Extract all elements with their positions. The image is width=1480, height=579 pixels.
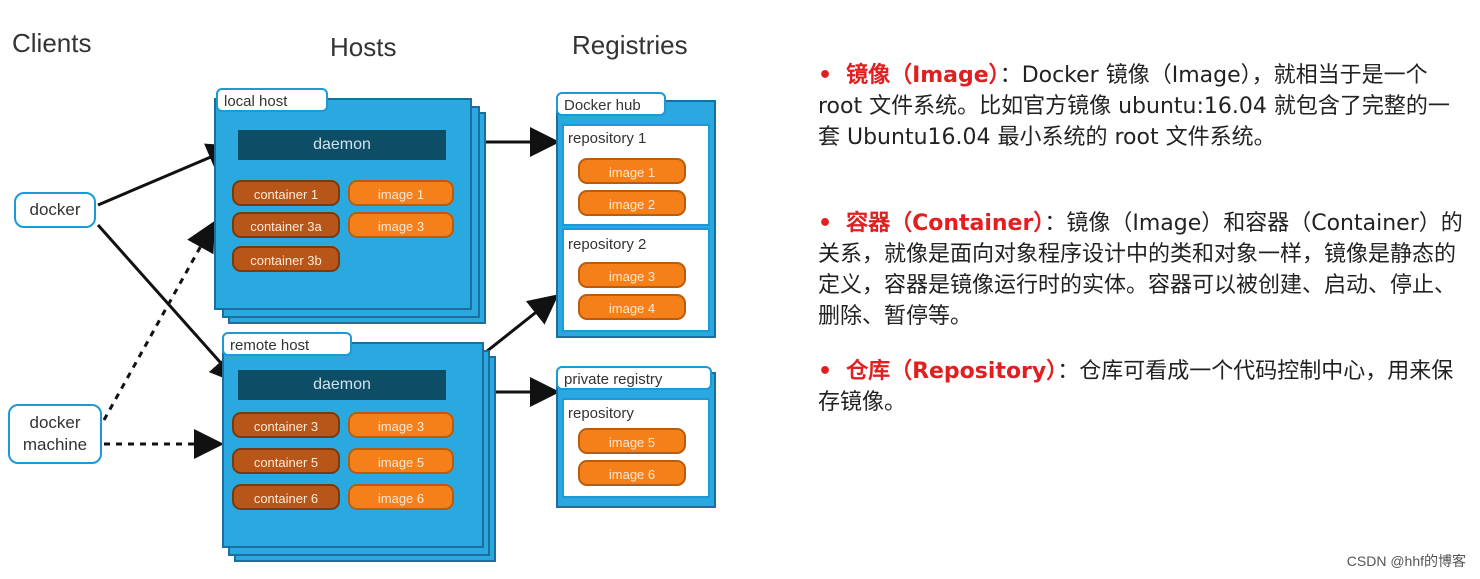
hub-image-4: image 4 xyxy=(578,294,686,320)
arrow-docker-to-remote xyxy=(96,224,240,385)
remote-container-6: container 6 xyxy=(232,484,340,510)
local-host-label: local host xyxy=(216,88,328,112)
hub-image-3: image 3 xyxy=(578,262,686,288)
bullet-container-text: ：镜像（Image）和容器（Container）的关系，就像是面向对象程序设计中… xyxy=(818,211,1463,329)
local-image-3: image 3 xyxy=(348,212,454,238)
remote-daemon: daemon xyxy=(238,370,446,400)
local-container-3a: container 3a xyxy=(232,212,340,238)
remote-image-3: image 3 xyxy=(348,412,454,438)
local-daemon: daemon xyxy=(238,130,446,160)
local-container-3b: container 3b xyxy=(232,246,340,272)
bullet-container: •容器（Container）：镜像（Image）和容器（Container）的关… xyxy=(818,211,1463,329)
watermark: CSDN @hhf的博客 xyxy=(1346,553,1466,569)
bullet-image-text: ：Docker 镜像（Image），就相当于是一个 root 文件系统。比如官方… xyxy=(818,63,1450,150)
hub-repository-1-title: repository 1 xyxy=(568,130,647,147)
bullet-image: •镜像（Image）：Docker 镜像（Image），就相当于是一个 root… xyxy=(818,63,1450,150)
docker-client: docker xyxy=(14,192,96,228)
registries-title: Registries xyxy=(572,30,688,60)
bullet-container-term: 容器（Container） xyxy=(846,211,1045,236)
bullet-repository-term: 仓库（Repository） xyxy=(846,359,1058,384)
arrow-machine-to-local xyxy=(102,220,215,421)
private-repository-title: repository xyxy=(568,405,634,422)
remote-image-5: image 5 xyxy=(348,448,454,474)
private-registry-label: private registry xyxy=(556,366,712,390)
private-image-5: image 5 xyxy=(578,428,686,454)
clients-title: Clients xyxy=(12,28,92,58)
arrow-docker-to-local xyxy=(97,143,238,207)
bullet-image-term: 镜像（Image） xyxy=(846,63,1000,88)
hub-image-1: image 1 xyxy=(578,158,686,184)
hub-image-2: image 2 xyxy=(578,190,686,216)
bullet-repository: •仓库（Repository）：仓库可看成一个代码控制中心，用来保存镜像。 xyxy=(818,359,1454,415)
private-image-6: image 6 xyxy=(578,460,686,486)
docker-machine-client: docker machine xyxy=(8,404,102,464)
local-image-1: image 1 xyxy=(348,180,454,206)
hosts-title: Hosts xyxy=(330,32,397,62)
docker-hub-label: Docker hub xyxy=(556,92,666,116)
local-container-1: container 1 xyxy=(232,180,340,206)
bullet-repository-text: ：仓库可看成一个代码控制中心，用来保存镜像。 xyxy=(818,359,1454,415)
remote-container-5: container 5 xyxy=(232,448,340,474)
hub-repository-2-title: repository 2 xyxy=(568,236,647,253)
remote-host-label: remote host xyxy=(222,332,352,356)
remote-container-3: container 3 xyxy=(232,412,340,438)
remote-image-6: image 6 xyxy=(348,484,454,510)
